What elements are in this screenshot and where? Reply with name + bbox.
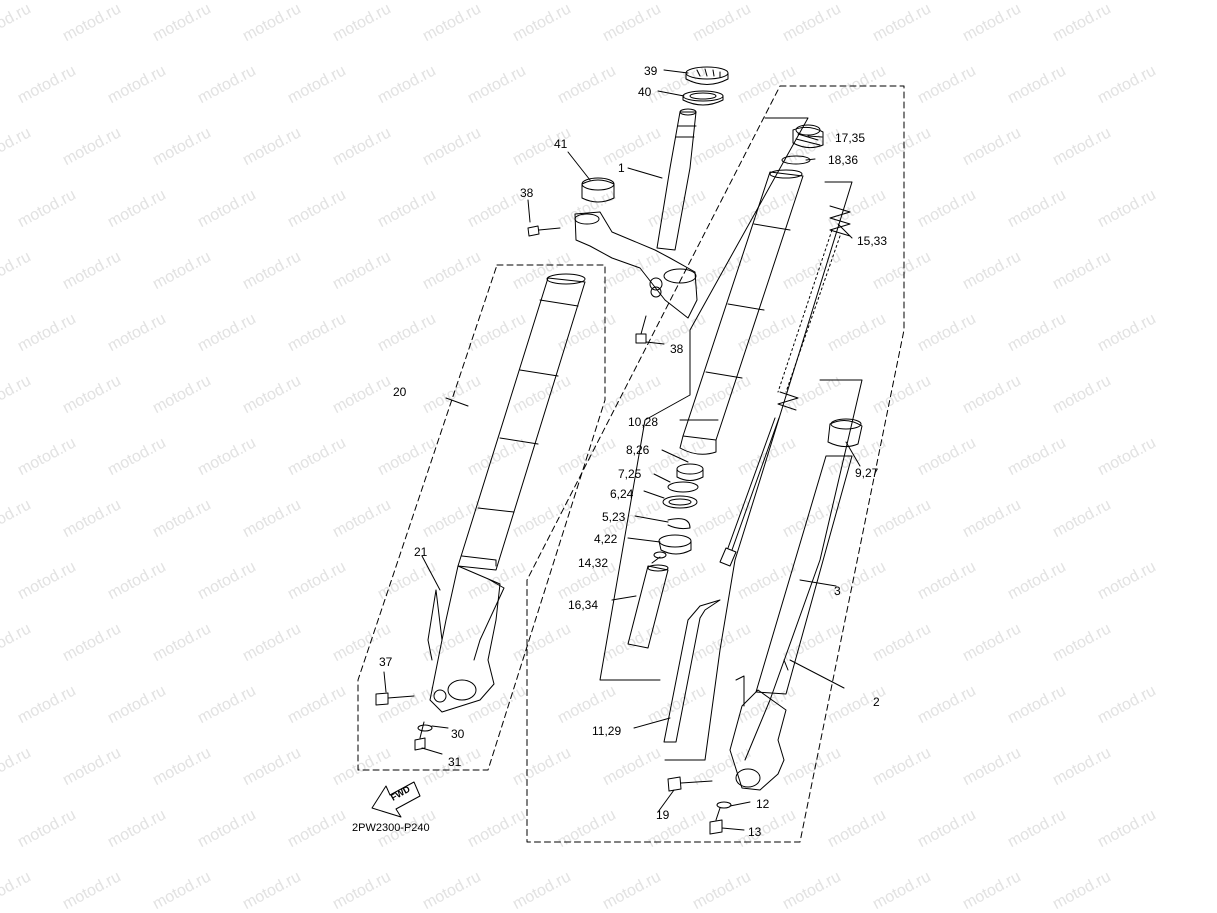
left-fork-assembly (457, 277, 586, 571)
callout-18-36: 18,36 (828, 153, 859, 167)
diagram-code: 2PW2300-P240 (352, 822, 430, 834)
right-fork-group-outline (526, 85, 905, 843)
callout-9-27: 9,27 (855, 466, 879, 480)
callout-20: 20 (393, 385, 407, 399)
callout-15-33: 15,33 (857, 234, 888, 248)
fork-spring (777, 205, 851, 411)
callout-1: 1 (618, 161, 625, 175)
callout-12: 12 (756, 797, 770, 811)
damper-rod (727, 417, 780, 551)
callout-30: 30 (451, 727, 465, 741)
bushing (827, 420, 863, 448)
seal (676, 463, 704, 475)
callout-3: 3 (834, 584, 841, 598)
callout-37: 37 (379, 655, 393, 669)
right-axle-bracket (729, 689, 787, 791)
cap-bolt (792, 126, 824, 149)
fwd-arrow (371, 781, 421, 818)
callout-8-26: 8,26 (626, 443, 650, 457)
bolt-19 (667, 776, 713, 792)
callout-7-25: 7,25 (618, 467, 642, 481)
washer-12 (716, 801, 732, 809)
steering-stem (656, 111, 697, 251)
bracket-cap (581, 179, 615, 203)
lower-bracket (574, 211, 698, 319)
bolt-31 (414, 721, 426, 751)
ring (667, 481, 699, 493)
callout-16-34: 16,34 (568, 598, 599, 612)
bolt-38b (635, 315, 647, 344)
oil-seal (662, 495, 698, 509)
callout-17-35: 17,35 (835, 131, 866, 145)
callout-38-top: 38 (520, 186, 534, 200)
caliper-bracket (427, 579, 505, 661)
callout-31: 31 (448, 755, 462, 769)
dust-seal (658, 534, 692, 548)
bolt-37 (375, 692, 415, 706)
callout-13: 13 (748, 825, 762, 839)
steering-nut (685, 66, 729, 80)
callout-14-32: 14,32 (578, 556, 609, 570)
callout-19: 19 (656, 808, 670, 822)
bolt-13 (709, 807, 723, 835)
spring-group-outline (664, 181, 853, 761)
outer-tube (755, 455, 853, 695)
outer-tube-outline (744, 379, 863, 761)
callout-2: 2 (873, 695, 880, 709)
callout-41: 41 (554, 137, 568, 151)
left-fork-group-outline (357, 264, 606, 771)
callout-11-29: 11,29 (592, 724, 622, 738)
washer-30 (417, 724, 433, 732)
circlip (667, 518, 691, 530)
callout-10-28: 10,28 (628, 415, 659, 429)
inner-cartridge-outline (599, 117, 809, 681)
oil-lock (627, 565, 669, 649)
callout-39: 39 (644, 64, 658, 78)
valve (653, 551, 667, 559)
callout-6-24: 6,24 (610, 487, 634, 501)
callout-38-bottom: 38 (670, 342, 684, 356)
bolt-38a (527, 225, 561, 237)
callout-40: 40 (638, 85, 652, 99)
leader-lines (383, 69, 861, 831)
callout-21: 21 (414, 545, 428, 559)
callout-4-22: 4,22 (594, 532, 618, 546)
callout-5-23: 5,23 (602, 510, 626, 524)
